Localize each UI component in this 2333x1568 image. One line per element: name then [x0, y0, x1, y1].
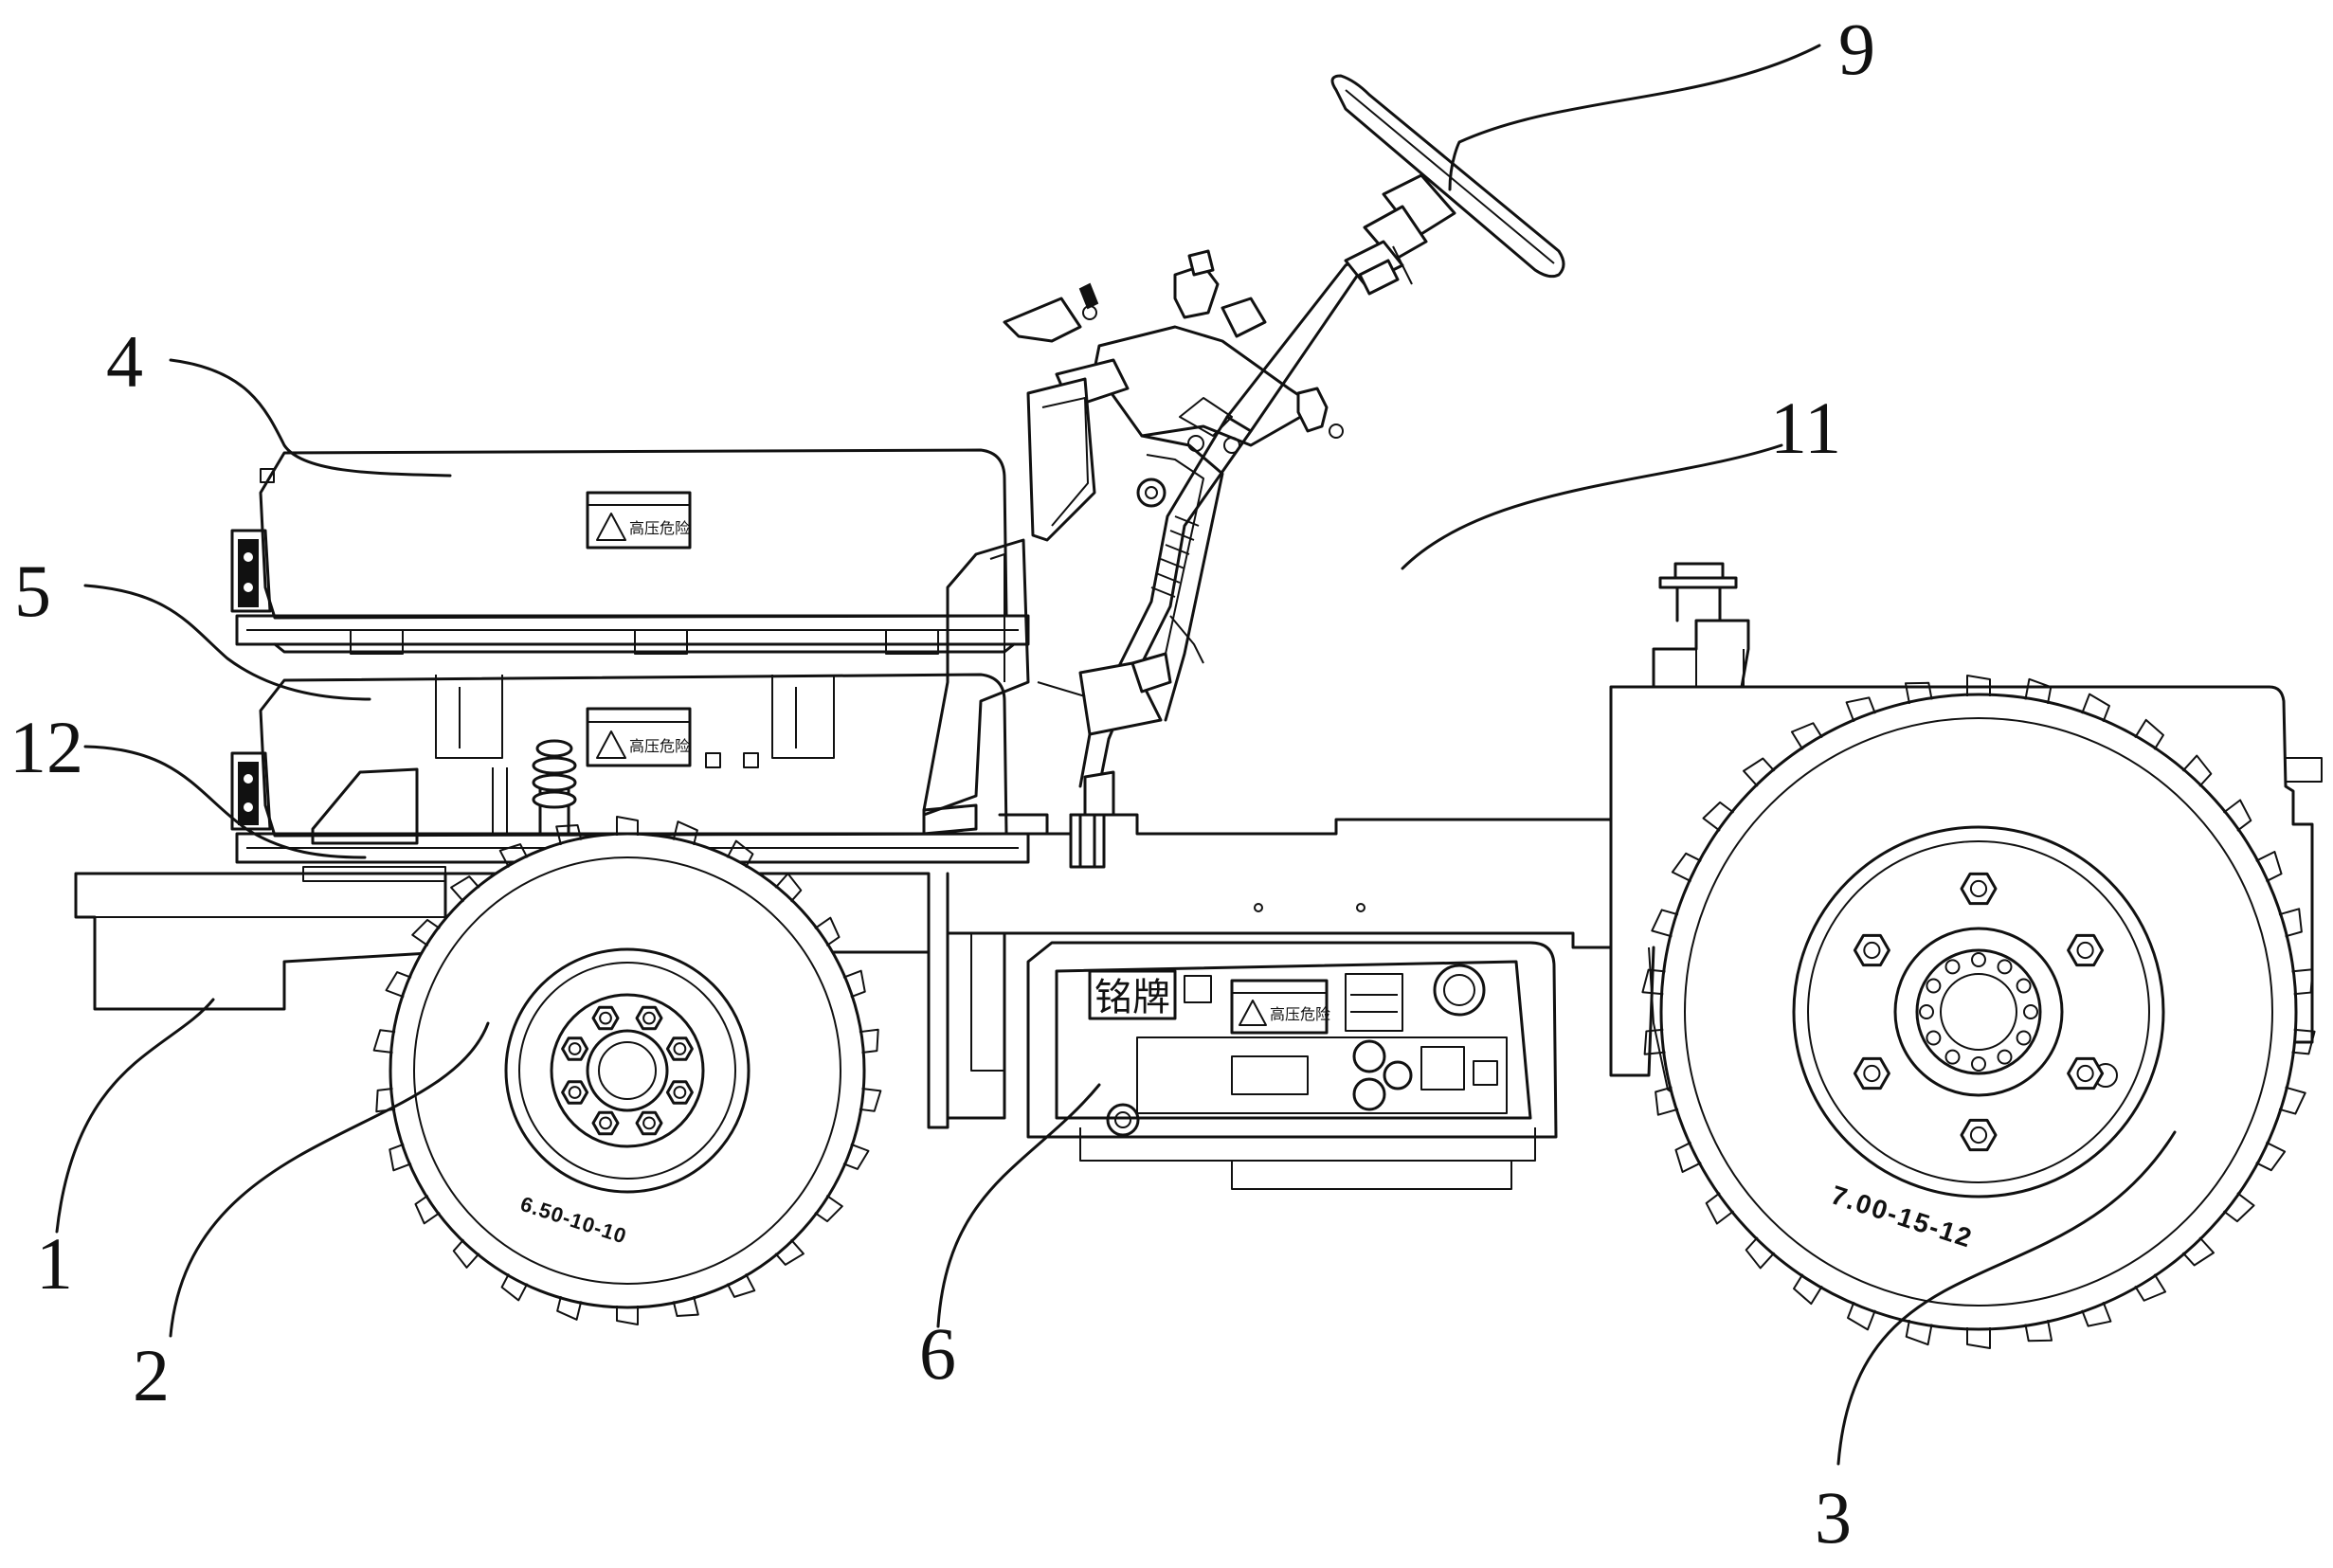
callout-2: 2	[133, 1334, 170, 1416]
lower-hv-warning-text: 高压危险	[629, 737, 690, 755]
lug-nut	[1854, 1058, 1889, 1088]
callout-4: 4	[106, 320, 143, 403]
lug-nut	[637, 1112, 661, 1134]
leader-5	[85, 586, 370, 699]
lug-nut	[2069, 935, 2103, 964]
nameplate-text: 铭牌	[1094, 976, 1170, 1019]
lug-nut	[563, 1082, 588, 1104]
callout-5: 5	[14, 550, 51, 632]
leader-4	[171, 360, 450, 476]
upper-battery-pack: 高压危险	[232, 450, 1028, 654]
lug-nut	[563, 1038, 588, 1060]
leader-12	[85, 747, 365, 857]
lug-nut	[2069, 1058, 2103, 1088]
mounting-bracket	[303, 769, 445, 881]
lug-nut	[1962, 874, 1996, 903]
leader-11	[1402, 445, 1781, 568]
rear-wheel: 7.00-15-12	[1642, 676, 2314, 1348]
controller-hv-warning-text: 高压危险	[1270, 1005, 1330, 1023]
lug-nut	[593, 1112, 618, 1134]
callout-6: 6	[919, 1312, 956, 1395]
leader-6	[938, 1085, 1099, 1326]
controller-box: 铭牌 高压危险	[1028, 943, 1556, 1137]
lug-nut	[667, 1038, 692, 1060]
callout-1: 1	[36, 1222, 73, 1305]
upper-hv-warning-text: 高压危险	[629, 519, 690, 537]
lug-nut	[593, 1007, 618, 1029]
lug-nut	[1854, 935, 1889, 964]
callout-9: 9	[1838, 8, 1875, 90]
lug-nut	[667, 1082, 692, 1104]
callout-11: 11	[1770, 387, 1841, 469]
callout-3: 3	[1815, 1476, 1852, 1559]
lug-nut	[637, 1007, 661, 1029]
callout-numbers: 1 2 3 4 5 6 9 11 12	[9, 8, 1875, 1559]
leader-1	[57, 1000, 213, 1232]
steering-column	[1004, 76, 1564, 867]
seat-post	[924, 540, 1094, 867]
lug-nut	[1962, 1120, 1996, 1149]
leader-9	[1450, 45, 1819, 189]
callout-12: 12	[9, 706, 83, 788]
